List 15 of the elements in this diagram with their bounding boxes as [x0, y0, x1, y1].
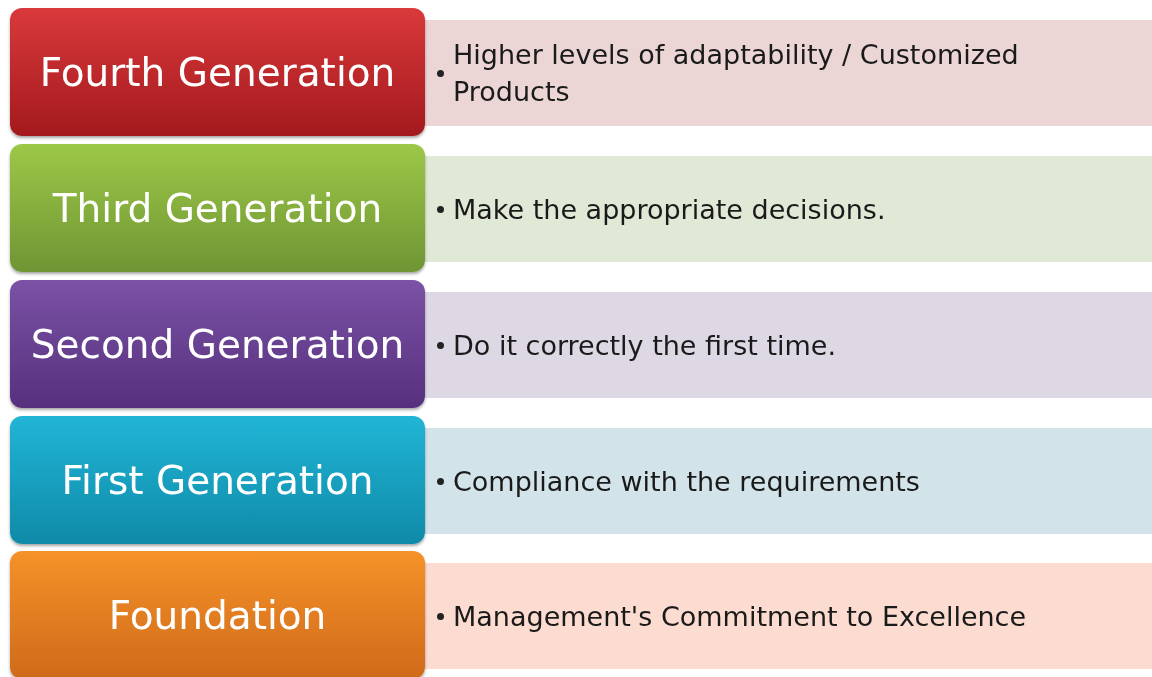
description-text: Make the appropriate decisions.: [453, 192, 886, 227]
generation-box: Third Generation: [10, 144, 425, 272]
description-panel: [425, 563, 1152, 669]
description-panel: [425, 20, 1152, 126]
description-panel: [425, 292, 1152, 398]
description-text: Management's Commitment to Excellence: [453, 599, 1027, 634]
description-text: Compliance with the requirements: [453, 464, 920, 499]
description-text: Higher levels of adaptability / Customized Products: [453, 38, 1020, 109]
generation-box: Foundation: [10, 551, 425, 677]
description-panel: [425, 156, 1152, 262]
generation-box: Fourth Generation: [10, 8, 425, 136]
description-panel: [425, 428, 1152, 534]
description-text: Do it correctly the first time.: [453, 328, 836, 363]
generation-box: Second Generation: [10, 280, 425, 408]
generation-box: First Generation: [10, 416, 425, 544]
